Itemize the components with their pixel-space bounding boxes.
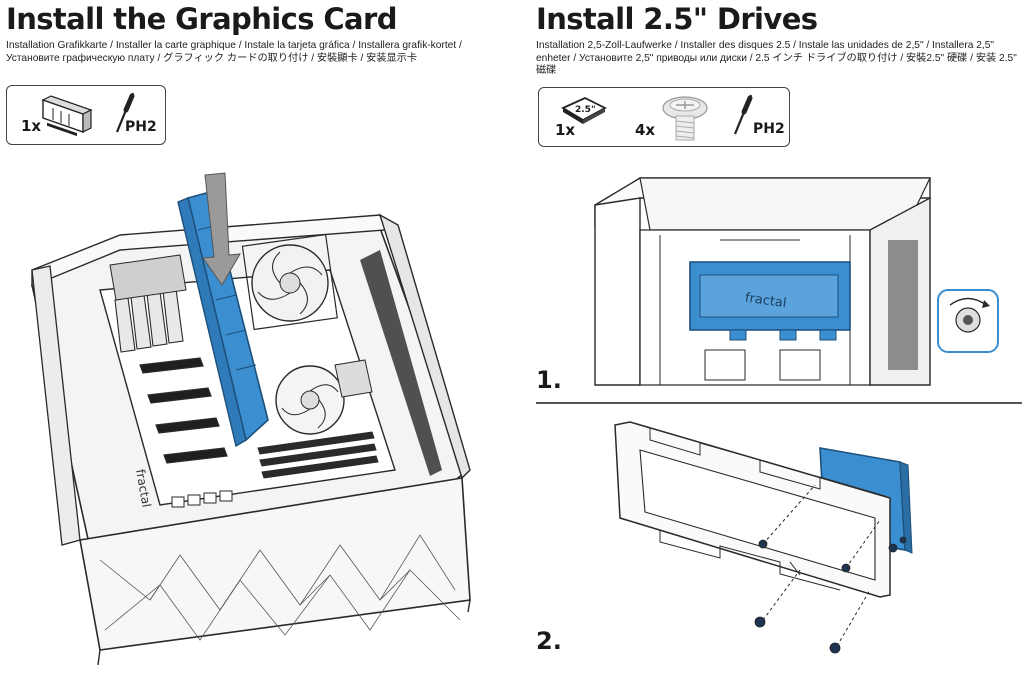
bracket-brand-logo: fractal [744, 291, 787, 312]
screw-icon [662, 96, 708, 141]
step-divider [536, 402, 1022, 404]
drive-icon [561, 97, 607, 124]
section-title: Install the Graphics Card [6, 2, 397, 36]
step-2-label: 2. [536, 627, 562, 655]
section-subtitle: Installation 2,5-Zoll-Laufwerke / Instal… [536, 40, 1017, 77]
drive-size-label: 2.5" [575, 105, 596, 115]
drives-section: Install 2.5" Drives Installation 2,5-Zol… [532, 0, 1024, 689]
graphics-card-section: Install the Graphics Card Installation G… [6, 2, 471, 666]
case-gpu-illustration: fractal [31, 172, 471, 666]
tool-label: PH2 [753, 121, 785, 137]
drive-bracket-location-illustration: fractal [594, 177, 999, 386]
screwdriver-icon [115, 92, 135, 133]
parts-box: 2.5" 1x 4x PH2 [538, 87, 790, 147]
drive-quantity: 1x [555, 121, 576, 139]
tool-label: PH2 [125, 119, 157, 135]
case-brand-logo: fractal [133, 468, 153, 508]
screwdriver-icon [733, 94, 753, 135]
card-quantity: 1x [21, 117, 42, 135]
drive-mount-illustration [614, 421, 913, 654]
parts-box: 1x PH2 [6, 85, 166, 145]
section-title: Install 2.5" Drives [536, 2, 818, 36]
section-subtitle: Installation Grafikkarte / Installer la … [6, 40, 462, 64]
screw-quantity: 4x [635, 121, 656, 139]
graphics-card-icon [41, 95, 93, 137]
step-1-label: 1. [536, 366, 562, 394]
